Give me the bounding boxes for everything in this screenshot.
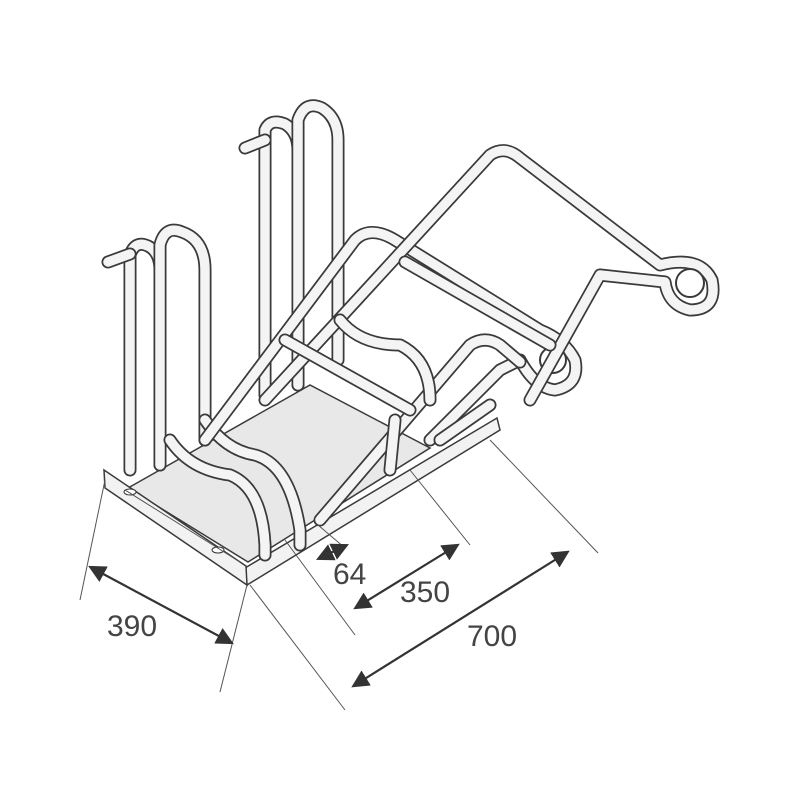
- dimension-label-length: 700: [467, 620, 518, 653]
- mount-hole: [211, 546, 225, 554]
- mount-hole: [123, 488, 137, 496]
- rear-hoops: [101, 99, 345, 477]
- dimension-arrow-700: [351, 550, 570, 688]
- dimension-arrow-390: [88, 565, 234, 645]
- front-arms: [163, 144, 720, 562]
- dimension-label-slot-spacing: 350: [400, 576, 451, 609]
- dimension-label-tube-spacing: 64: [333, 558, 367, 591]
- dimension-label-width: 390: [107, 610, 158, 643]
- dimension-arrow-64: [316, 543, 349, 561]
